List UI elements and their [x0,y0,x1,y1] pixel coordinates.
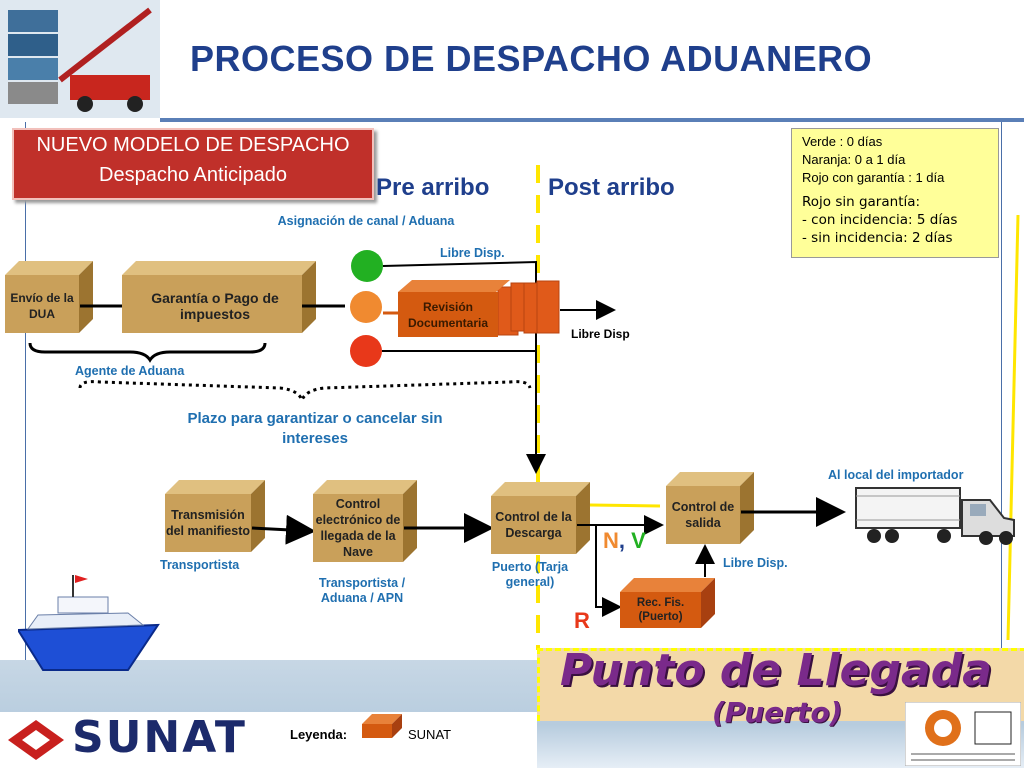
label-libre-disp-bottom: Libre Disp. [723,556,788,570]
label-transportista-aduana: Transportista / Aduana / APN [318,576,406,605]
agente-brace [28,342,267,363]
legend-line: Rojo con garantía : 1 día [802,170,945,185]
legend-item: - sin incidencia: 2 días [802,230,953,246]
label-libre-disp-top: Libre Disp. [440,246,505,260]
footer-band [0,712,537,768]
box-control-salida [666,472,754,544]
box-garantia [122,261,316,333]
certification-logos [905,702,1021,766]
ship-image [18,575,160,671]
arrow-yellow-descarga-salida [589,503,661,508]
punto-llegada-title: Punto de Llegada [560,645,992,696]
arrow-green-to-descarga [382,260,546,474]
channel-orange-circle [350,291,382,323]
truck-image [855,487,1015,545]
footer-leyenda: Leyenda: [290,727,348,742]
label-transportista: Transportista [160,558,240,572]
arrow-r-recfis [595,525,622,617]
box-revision [398,280,560,337]
box-revision-label: Revisión Documentaria [407,300,489,330]
box-control-electronico-label: Control electrónico de llegada de la Nav… [315,497,401,559]
model-subtitle: Despacho Anticipado [99,164,287,186]
channel-legend: Verde : 0 días Naranja: 0 a 1 día Rojo c… [791,128,999,258]
sunat-logo-text: SUNAT [72,712,247,763]
label-libre-disp-right: Libre Disp [571,327,630,341]
label-r: R [574,608,590,633]
box-control-electronico [313,480,417,562]
label-al-local: Al local del importador [828,468,964,482]
arrow-transmision-control [251,514,316,545]
yellow-edge-line [1006,214,1020,641]
punto-llegada-subtitle: (Puerto) [712,696,843,729]
box-envio-label: Envío de la DUA [10,291,74,321]
title-underline [160,118,1024,122]
phase-post-arribo: Post arribo [548,174,675,201]
container-crane-image [0,0,160,118]
box-control-descarga [491,482,590,554]
page-title: PROCESO DE DESPACHO ADUANERO [190,38,873,79]
box-transmision-label: Transmisión del manifiesto [165,508,251,538]
box-control-descarga-label: Control de la Descarga [495,510,572,540]
plazo-brace [78,380,532,405]
label-plazo: Plazo para garantizar o cancelar sin int… [187,410,443,447]
model-title: NUEVO MODELO DE DESPACHO [36,134,350,156]
label-nv: N, V [603,528,646,553]
phase-pre-arribo: Pre arribo [376,174,490,201]
label-agente: Agente de Aduana [75,364,185,378]
sunat-logo-icon [8,720,64,760]
footer-sunat-label: SUNAT [408,727,452,742]
legend-line: Verde : 0 días [802,134,883,149]
label-puerto: Puerto (Tarja general) [491,560,569,589]
label-asignacion: Asignación de canal / Aduana [277,214,455,228]
legend-item: - con incidencia: 5 días [802,212,958,228]
legend-rojo-sin: Rojo sin garantía: [802,194,921,210]
channel-green-circle [351,250,383,282]
legend-sunat-swatch [362,714,402,738]
box-rec-fis-label: Rec. Fis. (Puerto) [636,597,685,623]
box-garantia-label: Garantía o Pago de impuestos [151,290,279,322]
box-rec-fis [620,578,715,628]
box-control-salida-label: Control de salida [671,500,735,530]
channel-red-circle [350,335,382,367]
box-envio-dua [5,261,93,333]
legend-line: Naranja: 0 a 1 día [802,152,906,167]
model-banner: NUEVO MODELO DE DESPACHO Despacho Antici… [12,128,374,200]
box-transmision [165,480,265,552]
